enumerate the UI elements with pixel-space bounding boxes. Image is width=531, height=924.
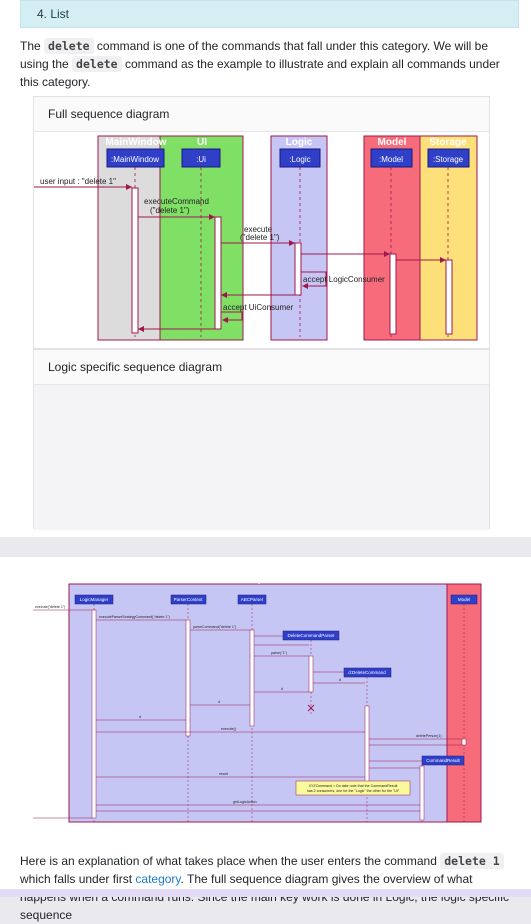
msg-user-input: user input : "delete 1": [40, 177, 116, 186]
section-title: 4. List: [37, 7, 70, 21]
lane-title-storage: Storage: [429, 137, 467, 148]
m-parse-command: parseCommand("delete 1"): [193, 625, 236, 629]
msg-execute: execute: [244, 225, 273, 234]
page-section-2: Logic Model LogicManager ParserContext A…: [0, 557, 531, 922]
p-parsercontext: ParserContext: [174, 597, 204, 602]
box-label-model: :Model: [379, 155, 403, 164]
p-model: Model: [458, 597, 470, 602]
explanation-text-1: Here is an explanation of what takes pla…: [20, 854, 437, 868]
intro-text-2: command is one of the commands that fall…: [20, 39, 488, 71]
full-sequence-card: Full sequence diagram MainWindow UI Logi…: [33, 96, 490, 349]
activation-storage: [445, 259, 453, 335]
box-label-ui: :Ui: [196, 155, 206, 164]
m-result: result: [219, 772, 228, 776]
m-delete-person: deletePerson(1): [416, 734, 442, 738]
lane-title-ui: UI: [197, 137, 207, 148]
activation-mainwindow: [131, 187, 139, 334]
note-line-1: XYZCommand = Do take note that the Comma…: [309, 784, 398, 788]
explanation-paragraph: Here is an explanation of what takes pla…: [20, 852, 515, 924]
msg-execute-arg: ("delete 1"): [240, 233, 280, 242]
m-d3: d: [218, 700, 220, 704]
section-header: 4. List: [20, 0, 519, 28]
explanation-text-2: which falls under first: [20, 872, 133, 886]
msg-execute-command: executeCommand: [144, 197, 209, 206]
box-storage: [427, 148, 470, 168]
page-section-1: 4. List The delete command is one of the…: [0, 0, 531, 537]
activation-logic: [294, 242, 302, 296]
logic-diagram-svg: Logic Model LogicManager ParserContext A…: [33, 578, 490, 826]
diagram-placeholder: [34, 385, 489, 530]
logic-sequence-diagram: Logic Model LogicManager ParserContext A…: [33, 578, 490, 826]
m-execute2: execute(): [221, 727, 236, 731]
full-sequence-diagram: MainWindow UI Logic Model Storage :MainW…: [34, 135, 478, 341]
p-abcparser: ABCParser: [241, 597, 264, 602]
m-execute: execute("delete 1"): [35, 605, 65, 609]
msg-execute-command-arg: ("delete 1"): [150, 206, 190, 215]
note-box: [295, 780, 411, 796]
card-title-logic: Logic specific sequence diagram: [34, 350, 489, 385]
m-d2: d: [281, 687, 283, 691]
category-link[interactable]: category: [135, 872, 181, 886]
box-label-mainwindow: :MainWindow: [111, 155, 159, 164]
box-label-storage: :Storage: [433, 155, 464, 164]
intro-paragraph: The delete command is one of the command…: [20, 37, 515, 91]
activation-model: [389, 253, 397, 335]
bottom-strip: [0, 889, 531, 897]
note-line-2: has 2 consumers, one for the "Logic" the…: [307, 789, 400, 793]
lane-title-mainwindow: MainWindow: [105, 137, 166, 148]
inline-code-delete-2: delete: [72, 56, 122, 72]
inline-code-delete-1: delete 1: [440, 853, 504, 869]
lane-ui: [159, 135, 244, 341]
p-deletecommand: d:DeleteCommand: [348, 670, 386, 675]
intro-text-1: The: [20, 39, 41, 53]
activation-ui: [214, 216, 222, 330]
box-label-logic: :Logic: [289, 155, 310, 164]
lane-title-logic: Logic: [286, 137, 313, 148]
p-commandresult: CommandResult: [426, 758, 460, 763]
m-parse: parse("1"): [271, 651, 287, 655]
group-model-title: Model: [457, 579, 471, 585]
lane-title-model: Model: [378, 137, 407, 148]
m-parse-strategy: executeParserStrategyCommand("delete 1"): [99, 615, 170, 619]
msg-accept-ui: accept UiConsumer: [223, 303, 294, 312]
group-logic-title: Logic: [252, 579, 264, 585]
intro-text-3: command as the example to illustrate and…: [20, 57, 500, 89]
lane-logic: [270, 135, 328, 341]
box-mainwindow: [106, 148, 165, 168]
group-model: [446, 583, 482, 823]
m-d4: d: [139, 715, 141, 719]
logic-sequence-card: Logic specific sequence diagram: [33, 349, 490, 530]
box-model: [370, 148, 413, 168]
m-d1: d: [339, 678, 341, 682]
inline-code-delete: delete: [44, 38, 94, 54]
msg-accept-logic: accept LogicConsumer: [303, 275, 385, 284]
p-logicmanager: LogicManager: [80, 597, 109, 602]
card-title: Full sequence diagram: [34, 97, 489, 132]
p-deletecommandparser: DeleteCommandParser: [287, 633, 335, 638]
m-get-logic-action: getLogicAction: [233, 800, 257, 804]
